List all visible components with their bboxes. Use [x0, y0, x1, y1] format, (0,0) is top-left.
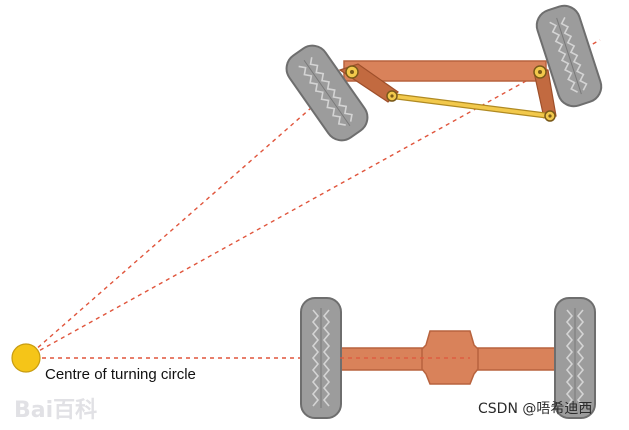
pivot-icon: [544, 110, 556, 122]
rear-axle: [337, 330, 561, 385]
watermark-baike: Bai百科: [14, 398, 98, 423]
turning-centre-label: Centre of turning circle: [45, 366, 196, 383]
pivot-icon: [345, 65, 359, 79]
wheel-icon: [300, 297, 342, 419]
watermark-csdn: CSDN @唔希迪西: [478, 401, 593, 417]
wheel-icon: [280, 39, 373, 146]
differential-housing: [421, 330, 479, 385]
pivot-icon: [533, 65, 547, 79]
wheel-icon: [554, 297, 596, 419]
guide-line-to-left-front-wheel: [25, 71, 353, 359]
pivot-icon: [386, 90, 398, 102]
turning-centre-icon: [11, 343, 41, 373]
guide-line-to-right-front-wheel: [25, 39, 601, 359]
